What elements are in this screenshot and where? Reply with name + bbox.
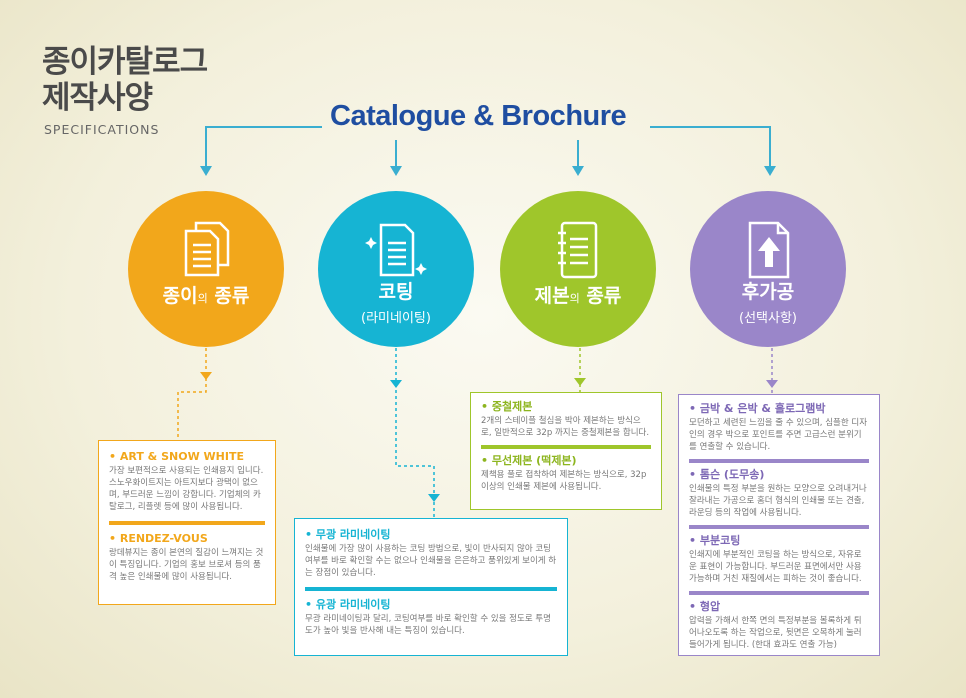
finishing-info-box: • 금박 & 은박 & 홀로그램박 모던하고 세련된 느낌을 줄 수 있으며, … — [678, 394, 880, 656]
category-label: 종이의 종류 — [162, 285, 250, 307]
finishing-item-title: • 형압 — [689, 600, 721, 613]
coating-item-title: • 유광 라미네이팅 — [305, 598, 391, 611]
divider — [689, 459, 869, 463]
finishing-item-desc: 인쇄지에 부분적인 코팅을 하는 방식으로, 자유로운 표현이 가능합니다. 부… — [689, 550, 862, 584]
category-finishing-circle: 후가공 (선택사항) — [690, 191, 846, 347]
divider — [305, 587, 557, 591]
paper-item-title: • RENDEZ-VOUS — [109, 532, 208, 545]
divider — [689, 525, 869, 529]
category-coating-circle: 코팅 (라미네이팅) — [318, 191, 474, 347]
coating-item-title: • 무광 라미네이팅 — [305, 528, 391, 541]
finishing-item-desc: 압력을 가해서 한쪽 면의 특정부분을 볼록하게 튀어나오도록 하는 작업으로,… — [689, 616, 862, 650]
bound-notebook-icon — [550, 219, 606, 285]
binding-item-desc: 2개의 스테이플 철심을 박아 제본하는 방식으로, 일반적으로 32p 까지는… — [481, 416, 650, 438]
paper-item-title: • ART & SNOW WHITE — [109, 450, 244, 463]
coating-info-box: • 무광 라미네이팅 인쇄물에 가장 많이 사용하는 코팅 방법으로, 빛이 반… — [294, 518, 568, 656]
category-paper-circle: 종이의 종류 — [128, 191, 284, 347]
documents-icon — [178, 219, 234, 283]
category-label: 제본의 종류 — [534, 285, 622, 307]
headline: Catalogue & Brochure — [330, 100, 627, 132]
title-line-2: 제작사양 — [42, 80, 153, 116]
category-sublabel: (라미네이팅) — [361, 311, 431, 326]
coating-item-desc: 인쇄물에 가장 많이 사용하는 코팅 방법으로, 빛이 반사되지 않아 코팅 여… — [305, 544, 557, 578]
coated-document-icon — [361, 219, 431, 285]
binding-item-desc: 제책용 풀로 접착하여 제본하는 방식으로, 32p 이상의 인쇄물 제본에 사… — [481, 470, 647, 492]
binding-info-box: • 중철제본 2개의 스테이플 철심을 박아 제본하는 방식으로, 일반적으로 … — [470, 392, 662, 510]
paper-item-desc: 가장 보편적으로 사용되는 인쇄용지 입니다. 스노우화이트지는 아트지보다 광… — [109, 466, 264, 512]
upload-document-icon — [740, 219, 796, 285]
binding-item-title: • 무선제본 (떡제본) — [481, 454, 577, 467]
finishing-item-desc: 인쇄물의 특정 부분을 원하는 모양으로 오려내거나 잘라내는 가공으로 홈더 … — [689, 484, 867, 518]
finishing-item-title: • 톰슨 (도무송) — [689, 468, 765, 481]
finishing-item-desc: 모던하고 세련된 느낌을 줄 수 있으며, 심플한 디자인의 경우 박으로 포인… — [689, 418, 868, 452]
category-label: 후가공 — [741, 281, 795, 303]
title-line-1: 종이카탈로그 — [42, 44, 208, 80]
category-binding-circle: 제본의 종류 — [500, 191, 656, 347]
finishing-item-title: • 부분코팅 — [689, 534, 741, 547]
finishing-item-title: • 금박 & 은박 & 홀로그램박 — [689, 402, 826, 415]
category-sublabel: (선택사항) — [739, 311, 797, 326]
coating-item-desc: 무광 라미네이팅과 달리, 코팅여부를 바로 확인할 수 있을 정도로 투명도가… — [305, 614, 551, 636]
binding-item-title: • 중철제본 — [481, 400, 533, 413]
divider — [109, 521, 265, 525]
subtitle: SPECIFICATIONS — [44, 122, 160, 137]
paper-info-box: • ART & SNOW WHITE 가장 보편적으로 사용되는 인쇄용지 입니… — [98, 440, 276, 605]
divider — [481, 445, 651, 449]
paper-item-desc: 랑데뷰지는 종이 본연의 질감이 느껴지는 것이 특징입니다. 기업의 홍보 브… — [109, 548, 264, 582]
divider — [689, 591, 869, 595]
category-label: 코팅 — [378, 281, 414, 303]
